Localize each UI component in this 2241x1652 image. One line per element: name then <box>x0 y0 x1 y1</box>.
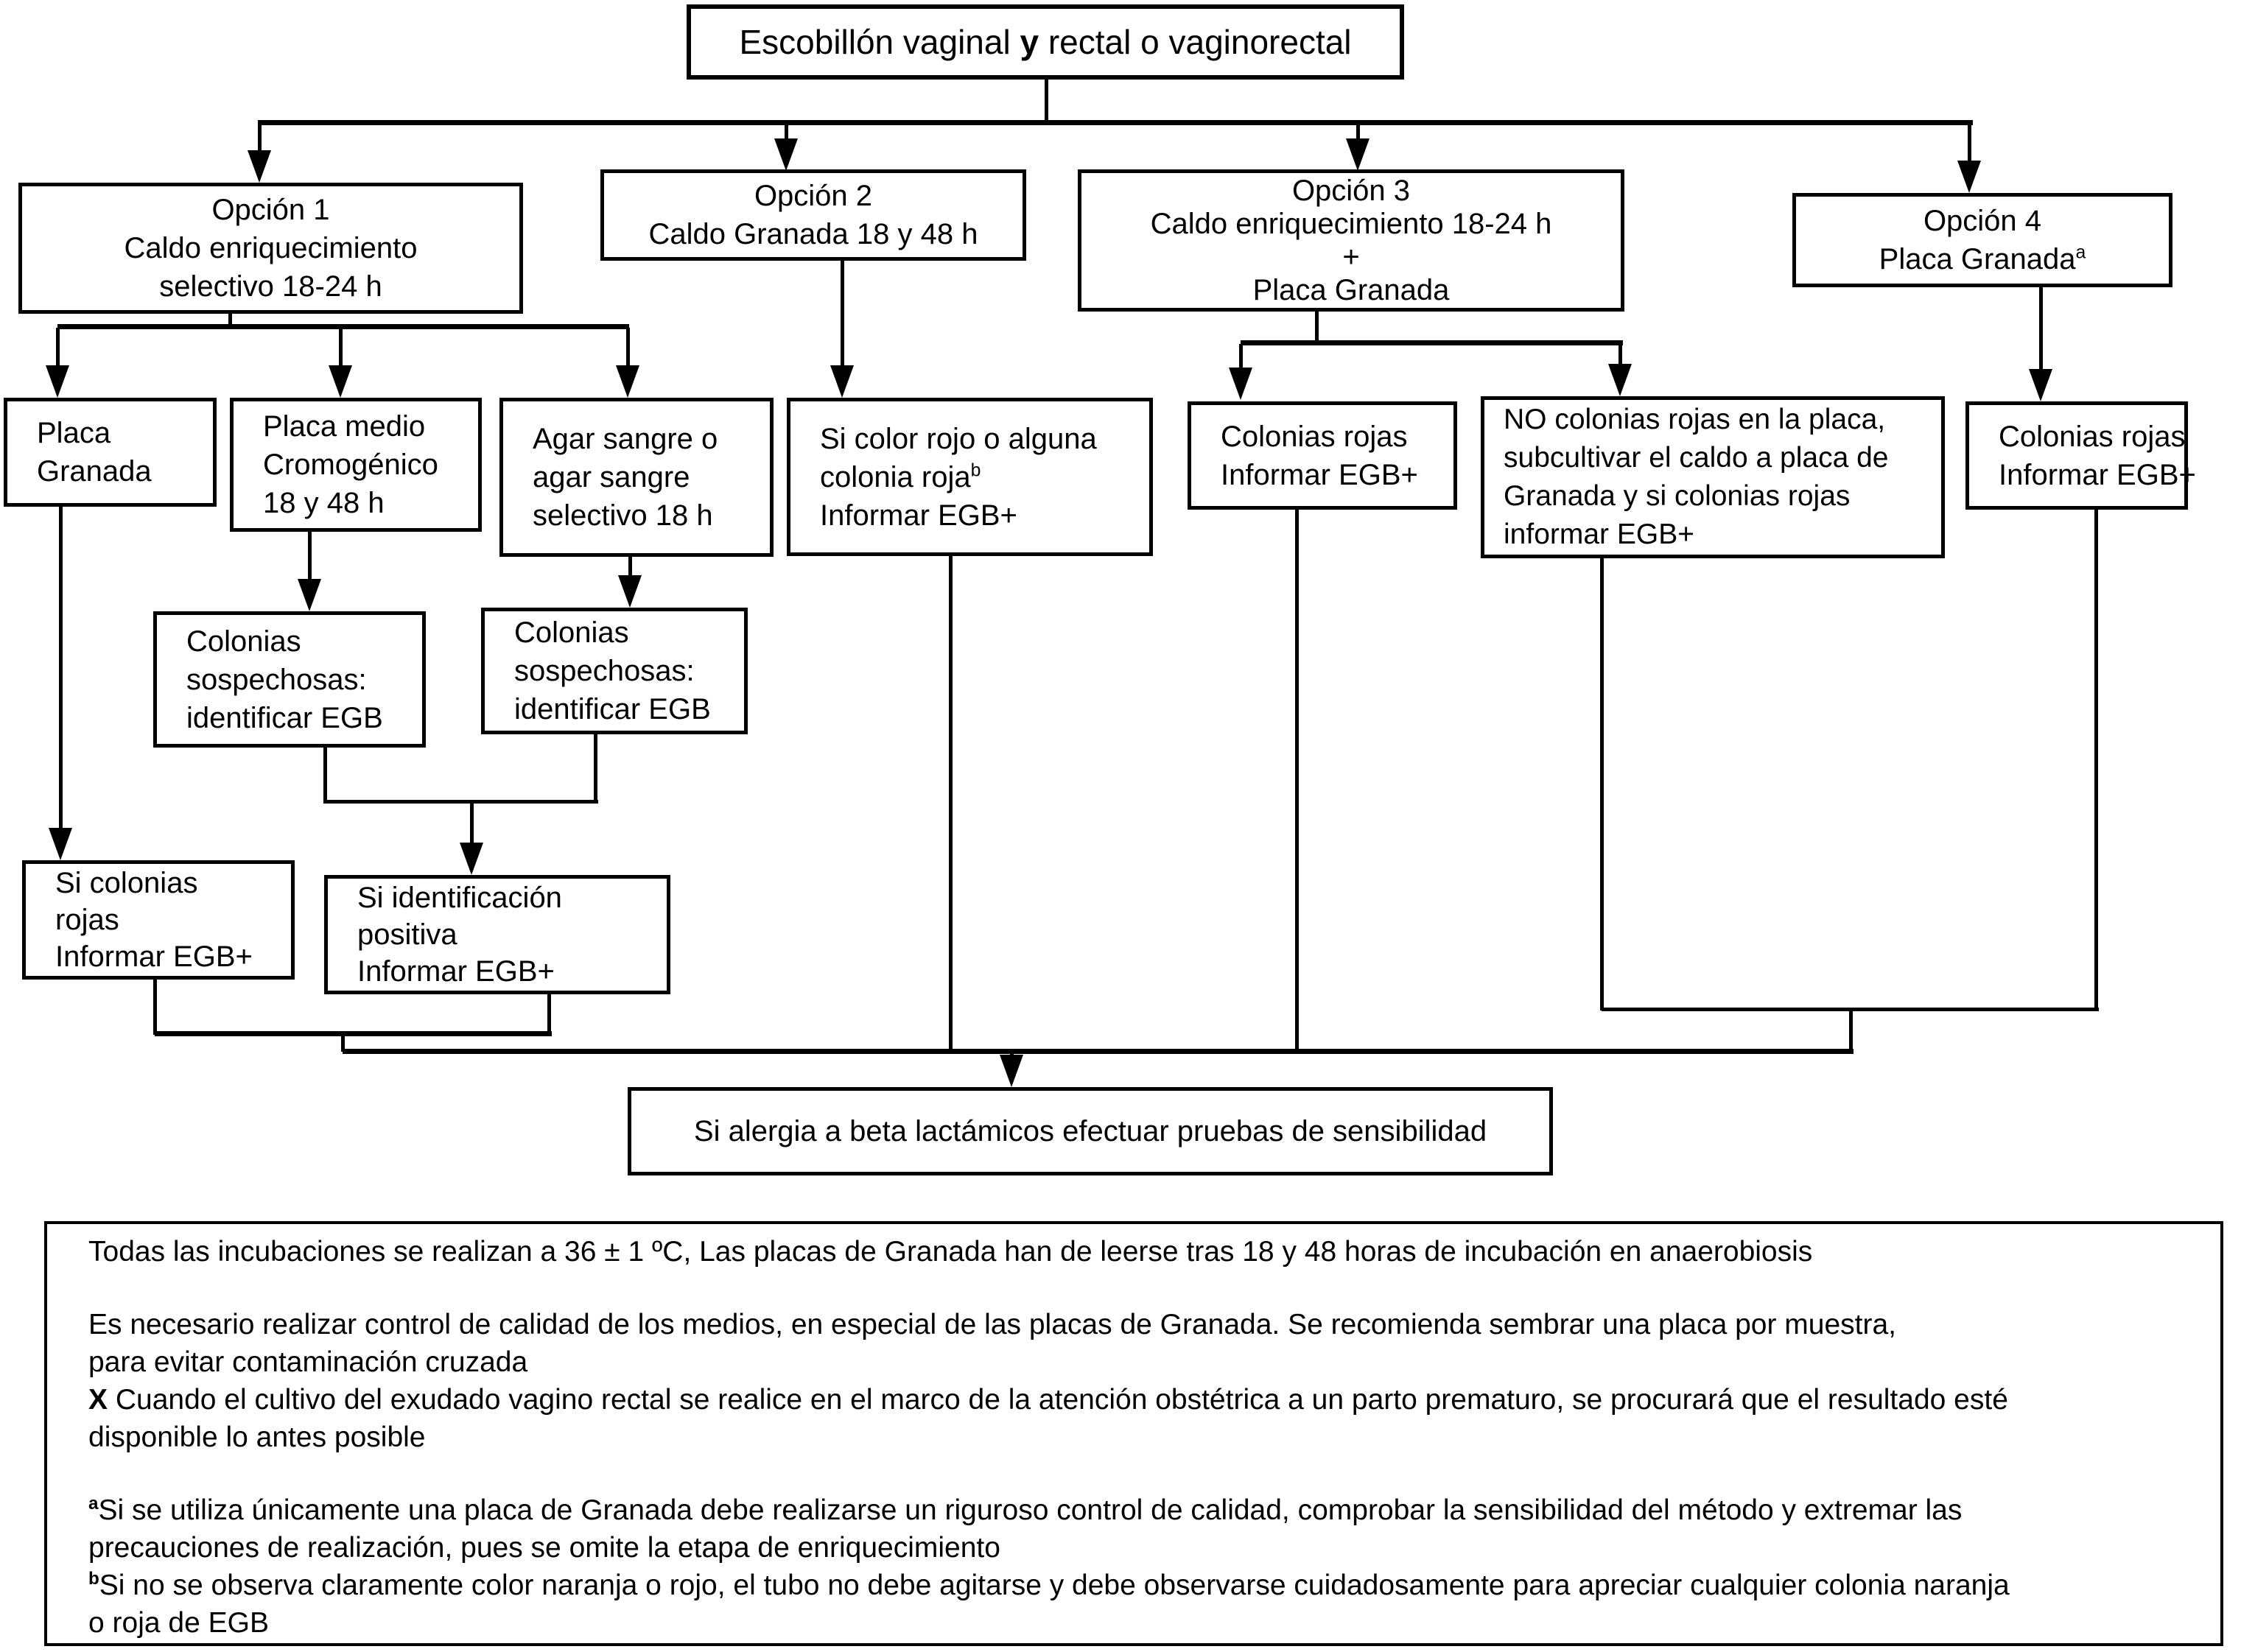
connector-si-color-rojo-down <box>949 556 953 1052</box>
connector-cromogenico-down <box>308 532 312 580</box>
connector-to-cromogenico <box>339 328 343 366</box>
connector-colonias-rojas3-down <box>1295 510 1299 1052</box>
connector-to-placa-granada <box>56 328 60 366</box>
connector-opcion3-stub <box>1315 312 1319 342</box>
connector-sospechosas1-stub <box>323 748 327 804</box>
connector-merge1-drop <box>470 800 474 843</box>
arrow-down-icon <box>460 843 483 875</box>
connector-merge2-drop <box>341 1031 345 1052</box>
footnote-premature-birth: X Cuando el cultivo del exudado vagino r… <box>88 1384 2008 1453</box>
arrow-down-icon <box>49 828 72 860</box>
connector-to-opcion1 <box>258 125 262 152</box>
connector-top-stub <box>1045 80 1048 122</box>
flowchart-box-no-colonias-rojas: NO colonias rojas en la placa,subcultiva… <box>1481 396 1945 558</box>
connector-opcion3-bar <box>1241 340 1623 345</box>
arrow-down-icon <box>46 365 69 398</box>
flowchart-box-specimen: Escobillón vaginal y rectal o vaginorect… <box>687 4 1404 80</box>
footnote-b: bSi no se observa claramente color naran… <box>88 1569 2010 1639</box>
connector-sospechosas-merge-bar <box>325 800 598 804</box>
arrow-down-icon <box>298 579 321 611</box>
arrow-down-icon <box>1608 364 1632 396</box>
arrow-down-icon <box>2029 369 2052 401</box>
connector-opcion1-stub <box>228 314 232 326</box>
arrow-down-icon <box>1957 161 1981 193</box>
connector-placa-granada-down <box>59 507 63 829</box>
footnotes-panel: Todas las incubaciones se realizan a 36 … <box>44 1221 2223 1646</box>
connector-to-opcion2 <box>785 125 788 140</box>
connector-colonias-rojas4-down <box>2094 510 2098 1010</box>
arrow-down-icon <box>830 365 854 398</box>
flowchart-box-si-alergia: Si alergia a beta lactámicos efectuar pr… <box>628 1087 1553 1175</box>
connector-to-no-colonias <box>1618 344 1622 365</box>
arrow-down-icon <box>248 150 271 183</box>
connector-to-colonias-rojas3 <box>1239 344 1243 368</box>
arrow-down-icon <box>1000 1055 1023 1087</box>
connector-right-merge-bar <box>1602 1008 2099 1011</box>
arrow-down-icon <box>329 365 352 398</box>
connector-si-identificacion-stub <box>547 994 551 1035</box>
arrow-down-icon <box>618 575 642 608</box>
connector-opcion2-down <box>841 261 844 366</box>
connector-si-colonias-stub <box>153 980 157 1035</box>
connector-sospechosas2-stub <box>594 734 597 804</box>
footnote-incubation: Todas las incubaciones se realizan a 36 … <box>88 1236 1813 1268</box>
connector-opcion1-bar <box>57 324 629 329</box>
connector-to-opcion4 <box>1968 125 1971 162</box>
connector-no-colonias-down <box>1600 558 1604 1010</box>
connector-left-merge-bar <box>155 1031 552 1036</box>
arrow-down-icon <box>774 138 798 171</box>
footnote-quality-control: Es necesario realizar control de calidad… <box>88 1309 1897 1378</box>
arrow-down-icon <box>1229 368 1252 400</box>
connector-to-opcion3 <box>1356 125 1360 140</box>
connector-agar-sangre-down <box>628 557 632 576</box>
arrow-down-icon <box>1346 138 1370 171</box>
connector-to-agar-sangre <box>626 328 630 366</box>
connector-opcion4-down <box>2039 287 2043 370</box>
connector-top-bar <box>258 120 1973 125</box>
connector-right-merge-drop <box>1849 1008 1853 1052</box>
connector-collector-bar <box>343 1049 1854 1054</box>
arrow-down-icon <box>616 365 639 398</box>
footnote-a: aSi se utiliza únicamente una placa de G… <box>88 1494 1963 1564</box>
